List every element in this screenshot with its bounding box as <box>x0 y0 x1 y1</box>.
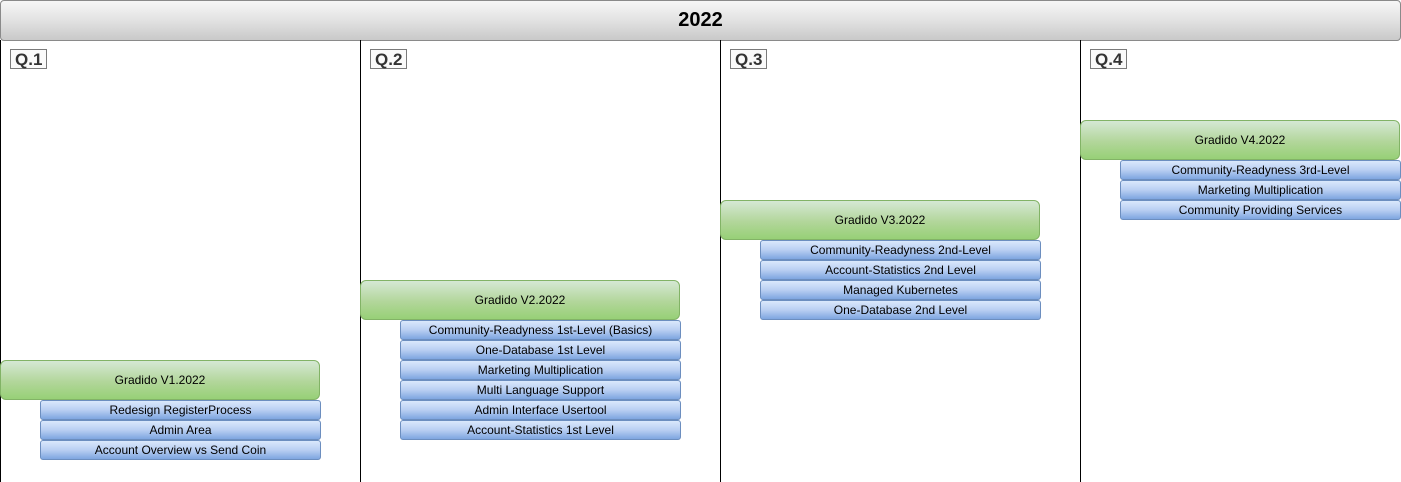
feature-item: Managed Kubernetes <box>760 280 1041 300</box>
quarter-divider <box>0 40 1 482</box>
quarter-label-q3: Q.3 <box>730 49 768 69</box>
feature-item: Admin Area <box>40 420 321 440</box>
feature-item: Redesign RegisterProcess <box>40 400 321 420</box>
quarter-divider <box>360 40 361 482</box>
version-box-q4: Gradido V4.2022 <box>1080 120 1400 160</box>
feature-item: Community Providing Services <box>1120 200 1401 220</box>
feature-item: Community-Readyness 1st-Level (Basics) <box>400 320 681 340</box>
feature-item: Community-Readyness 2nd-Level <box>760 240 1041 260</box>
feature-item: Admin Interface Usertool <box>400 400 681 420</box>
feature-item: Multi Language Support <box>400 380 681 400</box>
version-box-q3: Gradido V3.2022 <box>720 200 1040 240</box>
quarter-label-q2: Q.2 <box>370 49 408 69</box>
quarter-divider <box>1080 40 1081 482</box>
feature-item: One-Database 1st Level <box>400 340 681 360</box>
feature-item: Marketing Multiplication <box>400 360 681 380</box>
feature-item: One-Database 2nd Level <box>760 300 1041 320</box>
feature-item: Marketing Multiplication <box>1120 180 1401 200</box>
feature-item: Account Overview vs Send Coin <box>40 440 321 460</box>
feature-item: Account-Statistics 2nd Level <box>760 260 1041 280</box>
quarter-label-q4: Q.4 <box>1090 49 1128 69</box>
version-box-q2: Gradido V2.2022 <box>360 280 680 320</box>
year-header: 2022 <box>0 0 1401 41</box>
feature-item: Account-Statistics 1st Level <box>400 420 681 440</box>
quarter-label-q1: Q.1 <box>10 49 48 69</box>
quarter-divider <box>720 40 721 482</box>
version-box-q1: Gradido V1.2022 <box>0 360 320 400</box>
feature-item: Community-Readyness 3rd-Level <box>1120 160 1401 180</box>
